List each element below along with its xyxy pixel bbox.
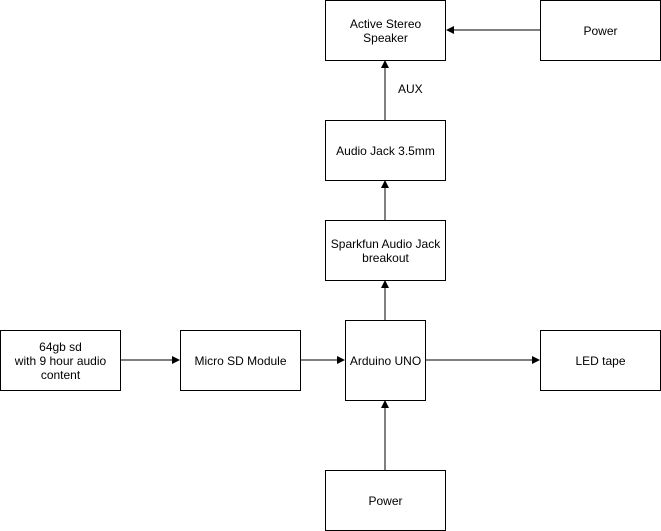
edge-label-aux: AUX <box>397 82 424 96</box>
node-led-tape: LED tape <box>540 330 661 391</box>
node-arduino-uno: Arduino UNO <box>345 320 426 401</box>
node-active-stereo-speaker: Active Stereo Speaker <box>325 0 446 61</box>
node-audio-jack: Audio Jack 3.5mm <box>325 120 446 181</box>
node-power-top: Power <box>540 0 661 61</box>
node-micro-sd-module: Micro SD Module <box>180 330 301 391</box>
node-power-bottom: Power <box>325 470 446 531</box>
node-sd-card: 64gb sd with 9 hour audio content <box>0 330 121 391</box>
node-sparkfun-breakout: Sparkfun Audio Jack breakout <box>325 220 446 281</box>
